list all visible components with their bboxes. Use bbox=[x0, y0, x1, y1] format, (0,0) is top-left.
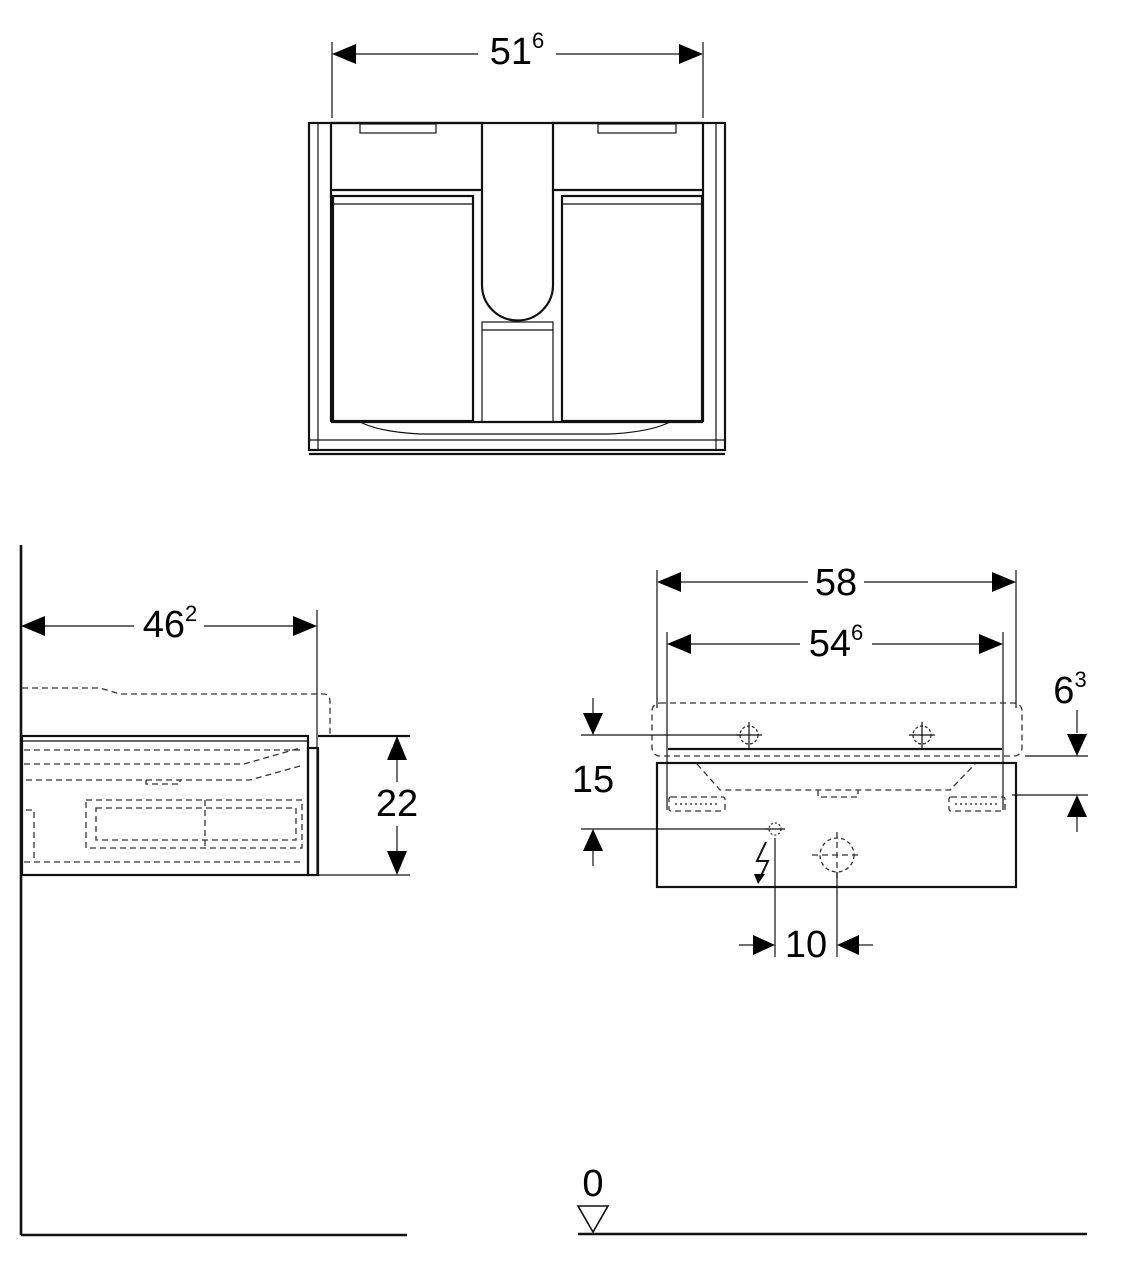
rear-top-offset-label: 63 bbox=[1053, 667, 1086, 712]
rear-width-dimension: 58 bbox=[656, 562, 1017, 708]
side-depth-dimension: 462 bbox=[21, 601, 318, 875]
rear-outlet-offset-label: 10 bbox=[785, 924, 827, 966]
electrical-connection-icon bbox=[754, 822, 785, 884]
floor-level-label: 0 bbox=[582, 1163, 603, 1205]
rear-view: 58 546 bbox=[572, 562, 1088, 1236]
side-height-label: 22 bbox=[376, 783, 418, 825]
front-cabinet bbox=[307, 121, 727, 456]
floor-level-marker: 0 bbox=[576, 1163, 1087, 1236]
rear-outlet-offset-dimension: 10 bbox=[739, 838, 873, 966]
side-view: 462 22 bbox=[19, 545, 418, 1237]
front-width-label: 516 bbox=[490, 28, 545, 73]
rear-width-label: 58 bbox=[815, 562, 857, 604]
side-height-dimension: 22 bbox=[376, 736, 418, 875]
waste-outlet-icon bbox=[812, 832, 862, 878]
mounting-point-icon bbox=[909, 722, 935, 748]
front-view: 516 bbox=[307, 28, 727, 456]
rear-top-offset-dimension: 63 bbox=[1012, 667, 1088, 832]
rear-bracket-dimension: 546 bbox=[666, 620, 1004, 810]
rear-vertical-offset-label: 15 bbox=[572, 759, 614, 801]
floor-level-triangle-icon bbox=[576, 1205, 610, 1234]
front-width-dimension: 516 bbox=[331, 28, 704, 118]
side-depth-label: 462 bbox=[143, 601, 198, 646]
rear-vertical-offset-dimension: 15 bbox=[572, 698, 768, 866]
rear-bracket-label: 546 bbox=[809, 620, 864, 665]
